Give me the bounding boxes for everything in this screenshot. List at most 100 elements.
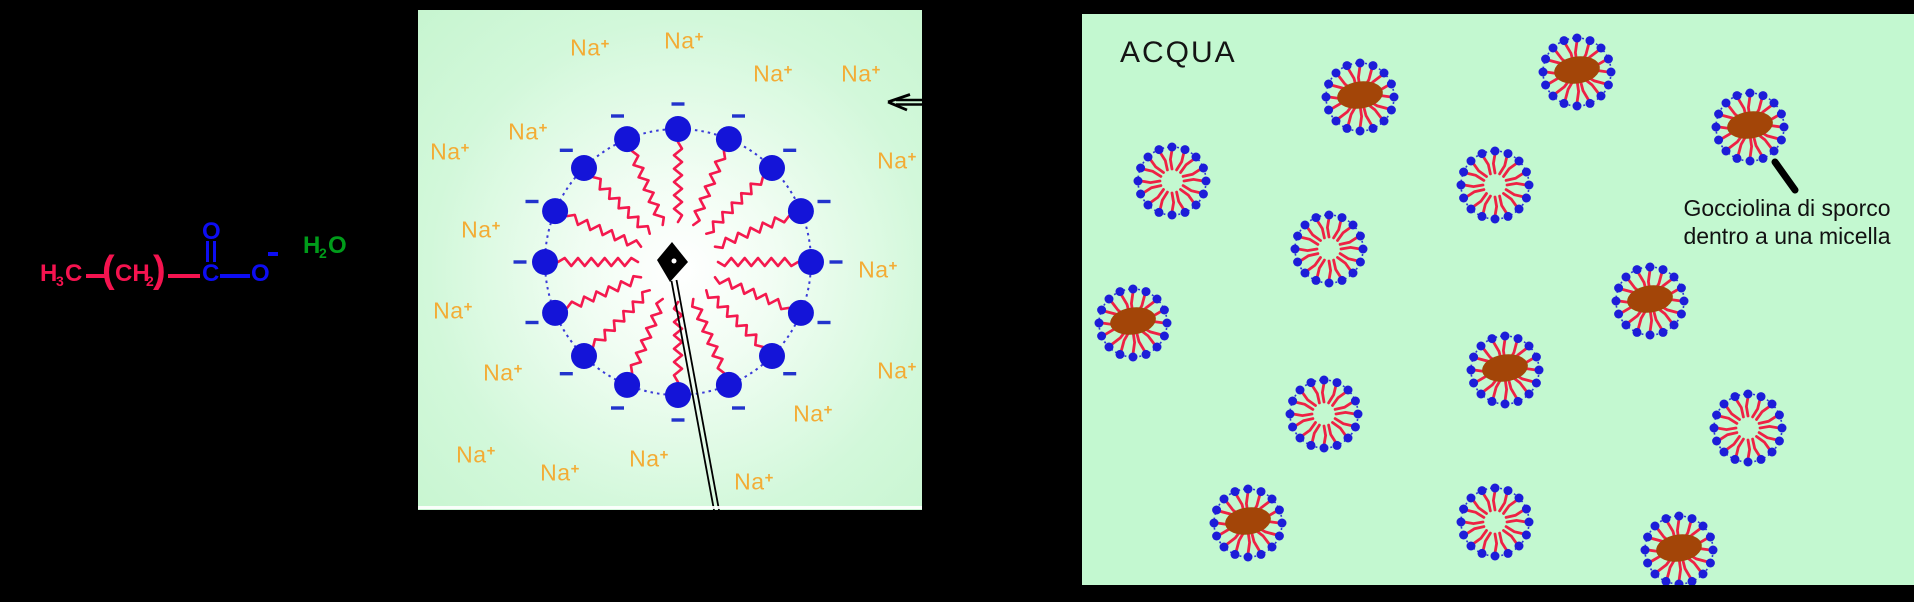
surfactant-tail xyxy=(1333,400,1354,411)
surfactant-head xyxy=(1212,505,1222,515)
surfactant-tail xyxy=(1336,256,1353,273)
surfactant-head xyxy=(1769,146,1779,156)
sodium-ion-label: Na+ xyxy=(461,216,501,243)
surfactant-head xyxy=(1379,116,1389,126)
surfactant-head xyxy=(1198,189,1208,199)
surfactant-head xyxy=(1730,454,1740,464)
surfactant-head xyxy=(1097,305,1107,315)
surfactant-head xyxy=(1732,91,1742,101)
surfactant-tail xyxy=(1746,438,1752,461)
surfactant-tail xyxy=(1332,218,1343,240)
surfactant-head xyxy=(1705,532,1715,542)
surfactant-tail xyxy=(1315,218,1326,240)
ion-symbol: Na xyxy=(841,60,872,87)
surfactant-tail xyxy=(1322,424,1328,447)
surfactant-head xyxy=(1534,365,1544,375)
empty-micelle xyxy=(1280,370,1368,458)
surfactant-head xyxy=(1180,145,1190,155)
surfactant-head xyxy=(1167,210,1177,220)
surfactant-head xyxy=(1514,541,1524,551)
surfactant-head xyxy=(1698,569,1708,579)
surfactant-head xyxy=(1521,504,1531,514)
surfactant-head xyxy=(1191,152,1201,162)
surfactant-tail xyxy=(1758,424,1781,430)
surfactant-head xyxy=(1745,88,1755,98)
surfactant-head xyxy=(759,155,785,181)
ion-symbol: Na xyxy=(461,216,492,243)
surfactant-tail xyxy=(1481,194,1492,215)
surfactant-tail xyxy=(1141,167,1163,178)
sodium-ion-label: Na+ xyxy=(734,470,774,494)
surfactant-tail xyxy=(1293,417,1315,428)
surfactant-head xyxy=(1379,68,1389,78)
sodium-ion-label: Na+ xyxy=(629,447,669,471)
bond-chain-carboxyl xyxy=(168,274,200,278)
surfactant-tail xyxy=(690,297,726,375)
surfactant-tail xyxy=(1498,491,1509,513)
surfactant-head xyxy=(1669,320,1679,330)
surfactant-head xyxy=(1243,552,1253,562)
surfactant-tail xyxy=(1179,188,1196,205)
ion-symbol: Na xyxy=(664,27,695,54)
surfactant-tail xyxy=(1310,423,1321,444)
surfactant-tail xyxy=(1327,423,1338,444)
sodium-ion-label: Na+ xyxy=(664,27,704,54)
surfactant-tail xyxy=(1498,194,1509,215)
surfactant-head xyxy=(1603,80,1613,90)
surfactant-head xyxy=(1469,378,1479,388)
surfactant-tail xyxy=(1717,414,1739,425)
surfactant-head xyxy=(1355,257,1365,267)
surfactant-head xyxy=(1643,532,1653,542)
surfactant-head xyxy=(1709,423,1719,433)
surfactant-tail xyxy=(1748,133,1754,160)
surfactant-tail xyxy=(1339,245,1362,251)
surfactant-head xyxy=(1521,193,1531,203)
surfactant-head xyxy=(1256,487,1266,497)
negative-charge xyxy=(268,252,278,256)
surfactant-head xyxy=(1243,484,1253,494)
surfactant-head xyxy=(1456,180,1466,190)
surfactant-head xyxy=(1115,349,1125,359)
surfactant-head xyxy=(1115,287,1125,297)
surfactant-head xyxy=(1290,244,1300,254)
sodium-ion-label: Na+ xyxy=(753,62,793,86)
surfactant-tail xyxy=(1471,529,1488,546)
surfactant-head xyxy=(1514,156,1524,166)
surfactant-head xyxy=(1300,220,1310,230)
surfactant-head xyxy=(1514,493,1524,503)
surfactant-tail xyxy=(1755,404,1772,421)
surfactant-head xyxy=(1469,352,1479,362)
panel-bottom-highlight xyxy=(418,506,922,509)
surfactant-head xyxy=(1500,399,1510,409)
surfactant-tail xyxy=(1310,383,1321,405)
surfactant-tail xyxy=(1651,307,1664,331)
surfactant-tail xyxy=(1504,188,1525,199)
surfactant-head xyxy=(1477,486,1487,496)
surfactant-head xyxy=(1104,294,1114,304)
ion-symbol: Na xyxy=(508,118,539,145)
ion-charge: + xyxy=(907,358,917,376)
caption-pointer-layer xyxy=(1771,158,1799,194)
micelle-graphic xyxy=(1290,210,1368,288)
surfactant-tail xyxy=(1158,150,1169,172)
surfactant-head xyxy=(787,198,814,225)
surfactant-head xyxy=(1524,180,1534,190)
surfactant-tail xyxy=(1505,518,1528,524)
surfactant-head xyxy=(1679,296,1689,306)
surfactant-head xyxy=(1094,318,1104,328)
double-bond-line-2 xyxy=(213,241,216,262)
surfactant-head xyxy=(1596,43,1606,53)
surfactant-tail xyxy=(1139,179,1162,185)
surfactant-head xyxy=(1674,511,1684,521)
surfactant-head xyxy=(1476,389,1486,399)
surfactant-head xyxy=(1503,211,1513,221)
surfactant-head xyxy=(1355,126,1365,136)
left-arrow-icon xyxy=(887,93,922,112)
surfactant-tail xyxy=(1327,259,1333,282)
sodium-ion-label: Na+ xyxy=(456,443,496,467)
surfactant-head xyxy=(542,299,569,326)
surfactant-tail xyxy=(1504,171,1525,182)
surfactant-head xyxy=(1769,98,1779,108)
micelle-graphic xyxy=(1133,142,1211,220)
